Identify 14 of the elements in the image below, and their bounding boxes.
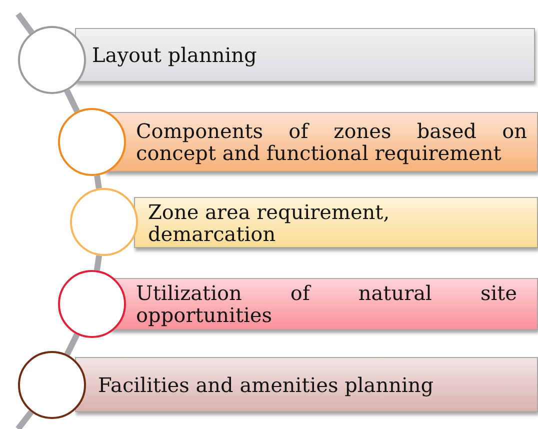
track-line xyxy=(64,333,80,356)
step-text: Utilization of natural site opportunities xyxy=(136,282,517,326)
step-text: Facilities and amenities planning xyxy=(98,374,435,396)
track-line xyxy=(94,175,102,189)
step-bar xyxy=(75,357,538,412)
track-line xyxy=(16,410,34,429)
track-line xyxy=(64,89,80,113)
step-bar xyxy=(75,28,535,82)
step-text: Zone area requirement, demarcation xyxy=(148,200,391,244)
track-line xyxy=(94,255,102,271)
track-line xyxy=(16,12,34,34)
step-text: Layout planning xyxy=(92,44,258,66)
step-bar xyxy=(134,197,538,248)
step-text: Components of zones based on concept and functional requirement xyxy=(136,120,527,164)
